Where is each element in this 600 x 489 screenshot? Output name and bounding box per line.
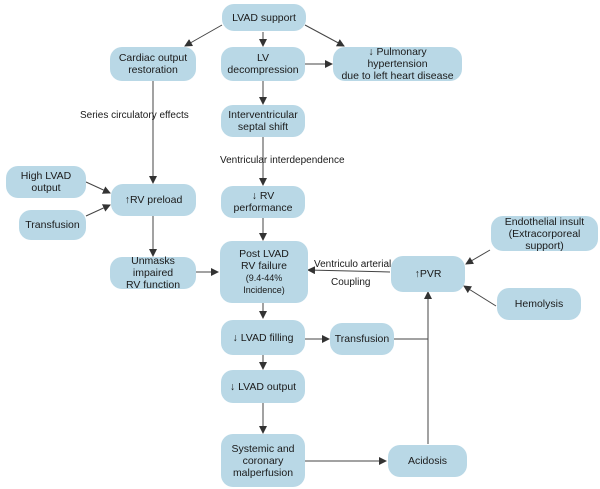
node-transfusion-left: Transfusion	[19, 210, 86, 240]
label-series-circulatory-effects: Series circulatory effects	[80, 110, 189, 121]
node-post-lvad-incidence: (9.4-44% Incidence)	[243, 273, 285, 295]
node-high-lvad-line-2: output	[31, 182, 61, 194]
node-acidosis-text: Acidosis	[407, 455, 448, 467]
node-lvad-support-text: LVAD support	[232, 11, 296, 24]
label-ventricular-interdependence: Ventricular interdependence	[220, 155, 345, 166]
edge-endothelial-to-pvr	[465, 249, 491, 265]
label-coupling: Coupling	[331, 277, 371, 288]
node-hemolysis-text: Hemolysis	[514, 298, 564, 310]
node-transfusion-mid: Transfusion	[330, 323, 394, 355]
node-malperfusion-line-1: Systemic and	[231, 442, 295, 455]
node-lvad-filling: ↓ LVAD filling	[221, 320, 305, 355]
node-malperfusion-line-2: coronary	[242, 454, 284, 467]
node-endothelial-line-1: Endothelial insult	[504, 215, 585, 228]
node-rv-preload-text: ↑RV preload	[124, 194, 183, 206]
edge-high-lvad-output-to-rv-preload	[85, 181, 111, 194]
node-cardiac-output-restoration: Cardiac output restoration	[110, 47, 196, 81]
node-lvad-support: LVAD support	[222, 4, 306, 31]
edge-transfusion-to-rv-preload	[85, 204, 111, 217]
node-high-lvad-output: High LVAD output	[6, 166, 86, 198]
node-post-lvad-rv-failure: Post LVAD RV failure (9.4-44% Incidence)	[220, 241, 308, 303]
node-lvad-output: ↓ LVAD output	[221, 370, 305, 403]
node-lv-decompression-text: LV decompression	[227, 52, 299, 76]
edge-support-to-pulm-htn	[304, 24, 345, 47]
node-pulm-htn-line-2: due to left heart disease	[341, 70, 454, 82]
node-rv-performance-text: ↓ RV performance	[233, 190, 293, 214]
node-post-lvad-line-2: RV failure	[241, 260, 287, 272]
node-high-lvad-line-1: High LVAD	[20, 170, 72, 182]
node-transfusion-left-text: Transfusion	[25, 219, 80, 231]
node-pulmonary-hypertension: ↓ Pulmonary hypertension due to left hea…	[333, 46, 462, 82]
node-hemolysis: Hemolysis	[497, 288, 581, 320]
edge-support-to-cardiac-output	[184, 24, 223, 47]
node-endothelial-insult: Endothelial insult (Extracorporeal suppo…	[491, 215, 598, 252]
node-malperfusion: Systemic and coronary malperfusion	[221, 434, 305, 487]
node-unmasks-rv-function: Unmasks impaired RV function	[110, 255, 196, 291]
node-pvr: ↑PVR	[391, 256, 465, 292]
node-malperfusion-line-3: malperfusion	[232, 466, 294, 479]
node-rv-preload: ↑RV preload	[111, 184, 196, 216]
node-pvr-text: ↑PVR	[414, 268, 442, 280]
node-acidosis: Acidosis	[388, 445, 467, 477]
node-septal-shift-line-2: septal shift	[237, 121, 289, 133]
node-lvad-output-text: ↓ LVAD output	[229, 380, 297, 393]
node-cardiac-output-line-1: Cardiac output	[118, 52, 188, 64]
node-pulm-htn-line-1: ↓ Pulmonary hypertension	[367, 46, 428, 70]
node-septal-shift: Interventricular septal shift	[221, 105, 305, 137]
edge-pvr-to-post-lvad	[307, 266, 391, 275]
node-post-lvad-line-1: Post LVAD	[239, 248, 289, 260]
edge-hemolysis-to-pvr	[463, 285, 497, 307]
node-rv-performance: ↓ RV performance	[221, 186, 305, 218]
node-cardiac-output-line-2: restoration	[128, 64, 178, 76]
node-transfusion-mid-text: Transfusion	[334, 333, 390, 345]
node-unmasks-line-2: RV function	[125, 279, 181, 291]
node-lvad-filling-text: ↓ LVAD filling	[232, 331, 294, 344]
node-lv-decompression: LV decompression	[221, 47, 305, 81]
node-unmasks-line-1: Unmasks impaired	[131, 255, 175, 279]
node-endothelial-line-2: (Extracorporeal support)	[508, 227, 581, 252]
node-septal-shift-line-1: Interventricular	[228, 109, 298, 121]
label-ventriculo-arterial: Ventriculo arterial	[314, 259, 392, 270]
